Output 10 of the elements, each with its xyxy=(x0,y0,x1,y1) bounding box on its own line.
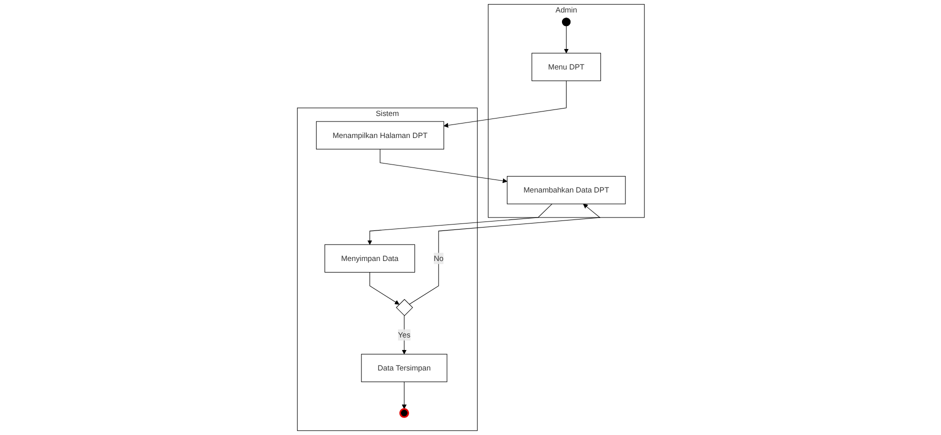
arrow xyxy=(379,148,508,184)
node-circle xyxy=(398,408,409,418)
arrow xyxy=(564,26,568,54)
node-diamond xyxy=(396,299,413,316)
arrow xyxy=(367,204,552,245)
arrow xyxy=(443,80,566,128)
arrow xyxy=(369,272,400,305)
arrow xyxy=(401,382,406,410)
node-circle xyxy=(562,18,570,26)
arrow xyxy=(408,204,600,305)
